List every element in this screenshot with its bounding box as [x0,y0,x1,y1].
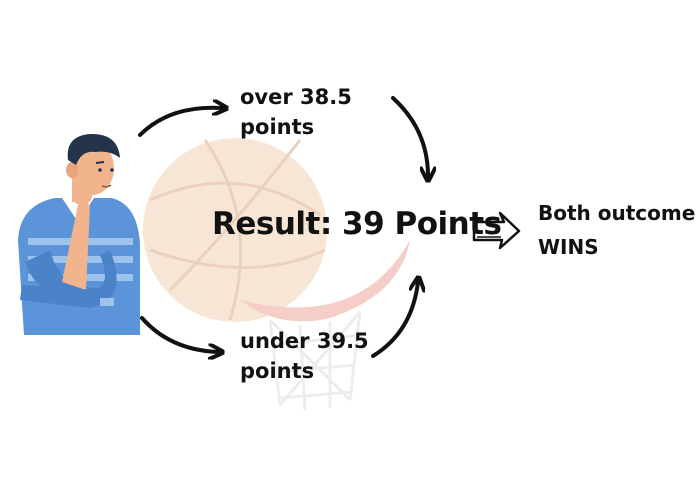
outcome-label: Both outcome WINS [538,196,695,264]
under-option-label: under 39.5 points [240,326,369,386]
arrow-under-to-result [371,282,418,358]
arrow-over-to-result [391,96,428,176]
over-line-2: points [240,115,315,139]
under-line-1: under 39.5 [240,329,369,353]
over-option-label: over 38.5 points [240,82,352,142]
under-line-2: points [240,359,315,383]
result-label: Result: 39 Points [212,206,502,242]
over-line-1: over 38.5 [240,85,352,109]
outcome-line-1: Both outcome [538,201,696,225]
outcome-line-2: WINS [538,235,599,259]
arrow-to-under [140,316,218,352]
arrow-to-over [138,108,222,137]
